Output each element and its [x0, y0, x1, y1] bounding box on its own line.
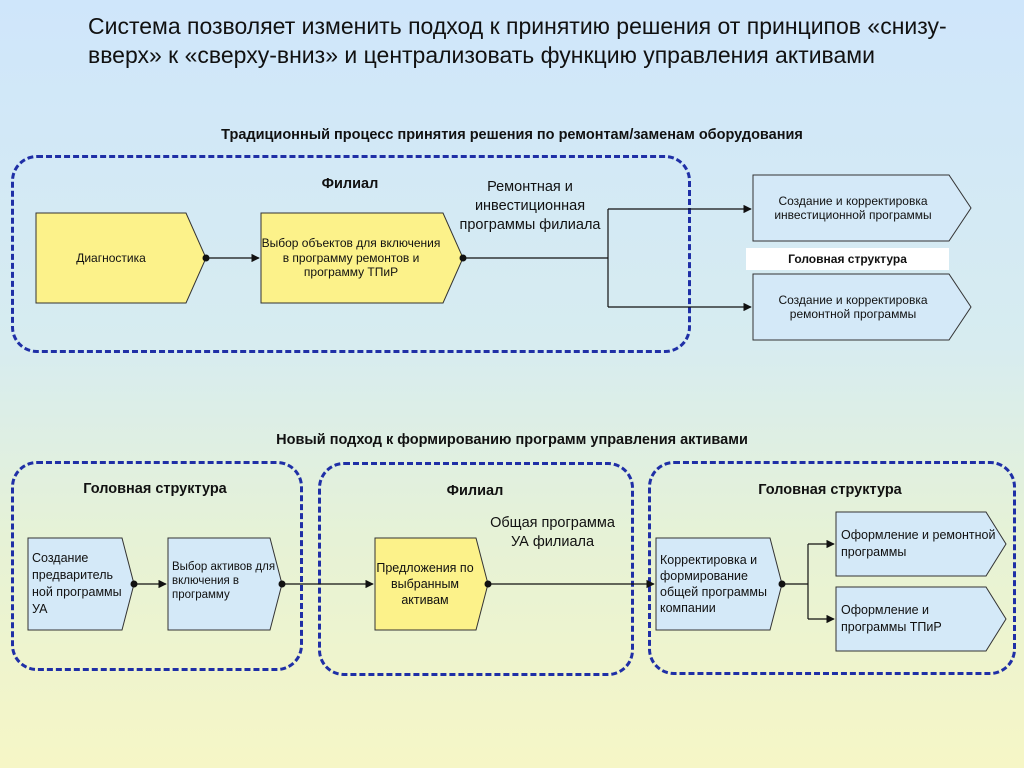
repair-program-label: Создание и корректировка ремонтной прогр… [778, 292, 928, 322]
selection-box[interactable]: Выбор объектов для включения в программу… [260, 212, 464, 304]
proposals-label: Предложения по выбранным активам [376, 561, 474, 607]
tpir-form-box[interactable]: Оформление и программы ТПиР [835, 586, 1007, 652]
invest-program-box[interactable]: Создание и корректировка инвестиционной … [752, 174, 972, 242]
correction-box[interactable]: Корректировка и формирование общей прогр… [655, 537, 783, 631]
traditional-branch-group [11, 155, 691, 353]
repair-form-box[interactable]: Оформление и ремонтной программы [835, 511, 1007, 577]
traditional-heading: Традиционный процесс принятия решения по… [221, 127, 803, 143]
repair-program-box[interactable]: Создание и корректировка ремонтной прогр… [752, 273, 972, 341]
traditional-flow-label: Ремонтная и инвестиционная программы фил… [459, 179, 601, 233]
new-branch-label: Филиал [446, 483, 504, 499]
repair-form-label: Оформление и ремонтной программы [841, 528, 996, 559]
new-flow-label: Общая программа УА филиала [490, 515, 615, 550]
new-head-left-group [11, 461, 303, 671]
diagnostics-label: Диагностика [76, 250, 146, 265]
preliminary-program-label: Создание предваритель ной программы УА [32, 551, 122, 616]
asset-selection-box[interactable]: Выбор активов для включения в программу [167, 537, 283, 631]
asset-selection-label: Выбор активов для включения в программу [172, 561, 276, 601]
preliminary-program-box[interactable]: Создание предваритель ной программы УА [27, 537, 135, 631]
tpir-form-label: Оформление и программы ТПиР [841, 603, 942, 634]
new-approach-heading: Новый подход к формированию программ упр… [276, 432, 748, 448]
selection-label: Выбор объектов для включения в программу… [261, 236, 441, 280]
slide-title: Система позволяет изменить подход к прин… [88, 13, 947, 68]
new-branch-group [318, 462, 634, 676]
diagnostics-box[interactable]: Диагностика [35, 212, 207, 304]
head-structure-tag: Головная структура [746, 248, 949, 270]
traditional-branch-label: Филиал [321, 176, 379, 192]
proposals-box[interactable]: Предложения по выбранным активам [374, 537, 489, 631]
new-head-right-label: Головная структура [758, 482, 902, 498]
correction-label: Корректировка и формирование общей прогр… [660, 553, 767, 615]
invest-program-label: Создание и корректировка инвестиционной … [774, 193, 932, 223]
new-head-left-label: Головная структура [83, 481, 227, 497]
new-head-right-group [648, 461, 1016, 675]
